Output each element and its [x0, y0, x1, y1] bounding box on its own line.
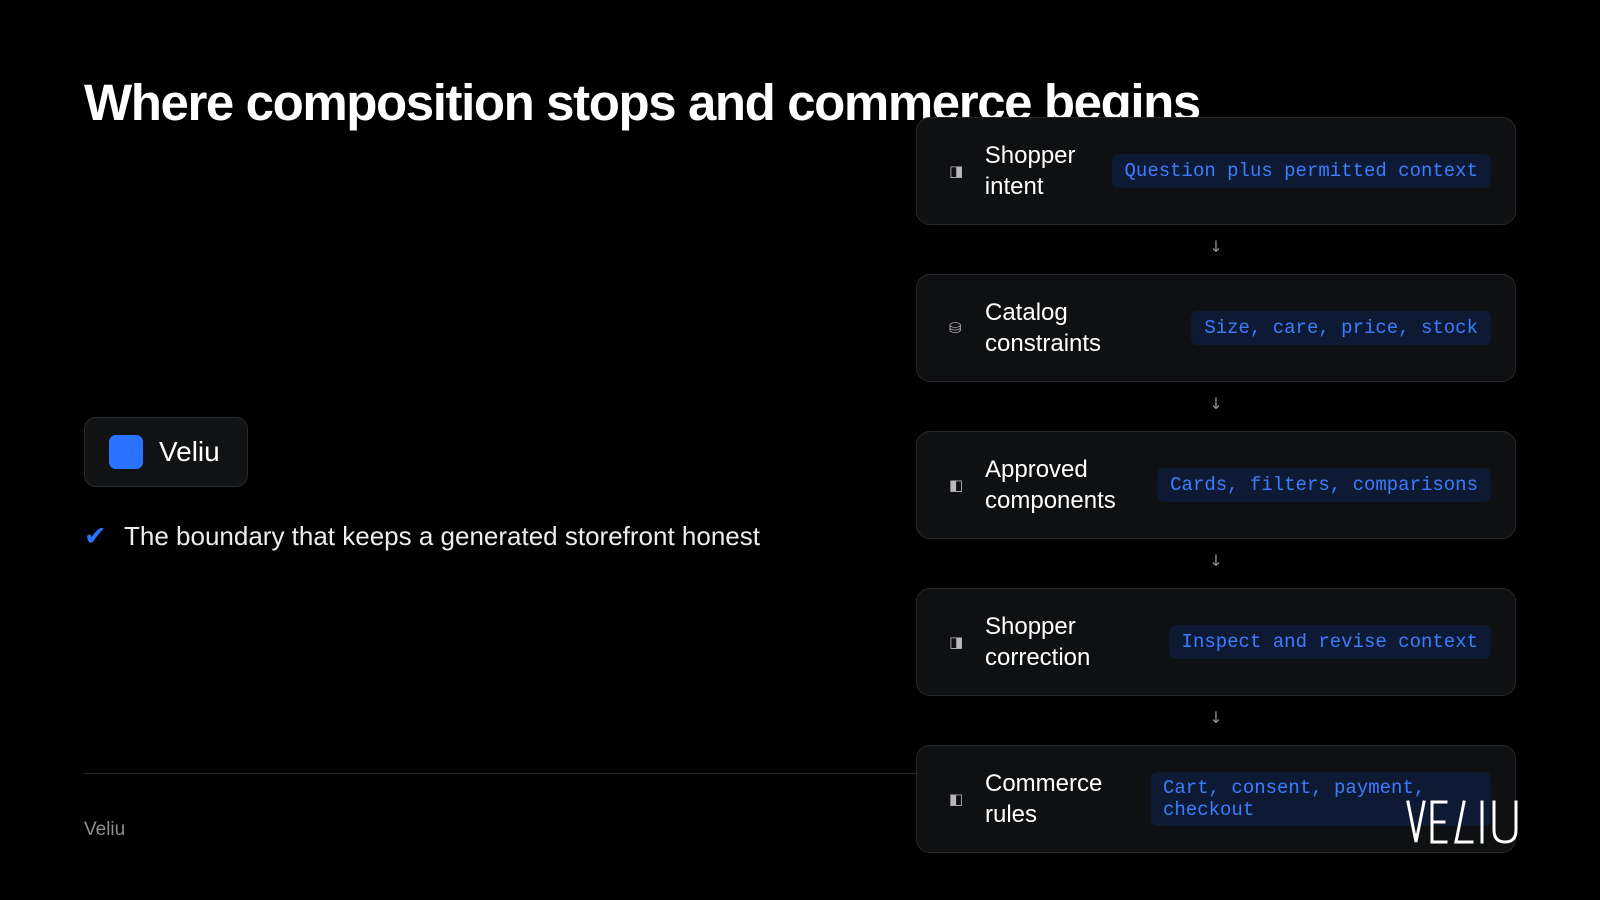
arrow-down-icon: ↓: [1209, 237, 1223, 256]
flow-step-approved-components: ◧ Approved components Cards, filters, co…: [916, 431, 1516, 539]
flow-step-tag: Size, care, price, stock: [1191, 311, 1491, 345]
flow-step-label: Approved components: [985, 456, 1116, 514]
claim-text: The boundary that keeps a generated stor…: [124, 521, 760, 551]
panel-icon: ◨: [949, 633, 964, 651]
brand-square-icon: [109, 435, 143, 469]
flow-step-catalog-constraints: ⛁ Catalog constraints Size, care, price,…: [916, 274, 1516, 382]
footer-divider: [84, 773, 916, 774]
arrow-down-icon: ↓: [1209, 394, 1223, 413]
veliu-logo: [1406, 800, 1518, 844]
flow-step-tag: Inspect and revise context: [1168, 625, 1491, 659]
brand-chip: Veliu: [84, 417, 248, 487]
flow-step-label: Shopper intent: [984, 142, 1076, 200]
footer-label: Veliu: [84, 819, 126, 840]
panel-icon: ◧: [949, 476, 964, 494]
brand-chip-name: Veliu: [159, 436, 220, 467]
arrow-down-icon: ↓: [1209, 708, 1223, 727]
flow-step-tag: Question plus permitted context: [1111, 154, 1491, 188]
database-icon: ⛁: [949, 319, 962, 337]
flow-step-tag: Cart, consent, payment, checkout: [1151, 772, 1491, 826]
arrow-down-icon: ↓: [1209, 551, 1223, 570]
flow-step-shopper-intent: ◨ Shopper intent Question plus permitted…: [916, 117, 1516, 225]
panel-icon: ◧: [949, 790, 964, 808]
panel-icon: ◨: [949, 162, 964, 180]
flow-step-label: Catalog constraints: [985, 299, 1102, 357]
flow-step-tag: Cards, filters, comparisons: [1157, 468, 1491, 502]
flow-step-shopper-correction: ◨ Shopper correction Inspect and revise …: [916, 588, 1516, 696]
flow-step-label: Shopper correction: [985, 613, 1091, 671]
flow-step-label: Commerce rules: [985, 770, 1103, 828]
check-icon: ✔: [84, 521, 107, 552]
claim-line: ✔ The boundary that keeps a generated st…: [84, 521, 760, 552]
